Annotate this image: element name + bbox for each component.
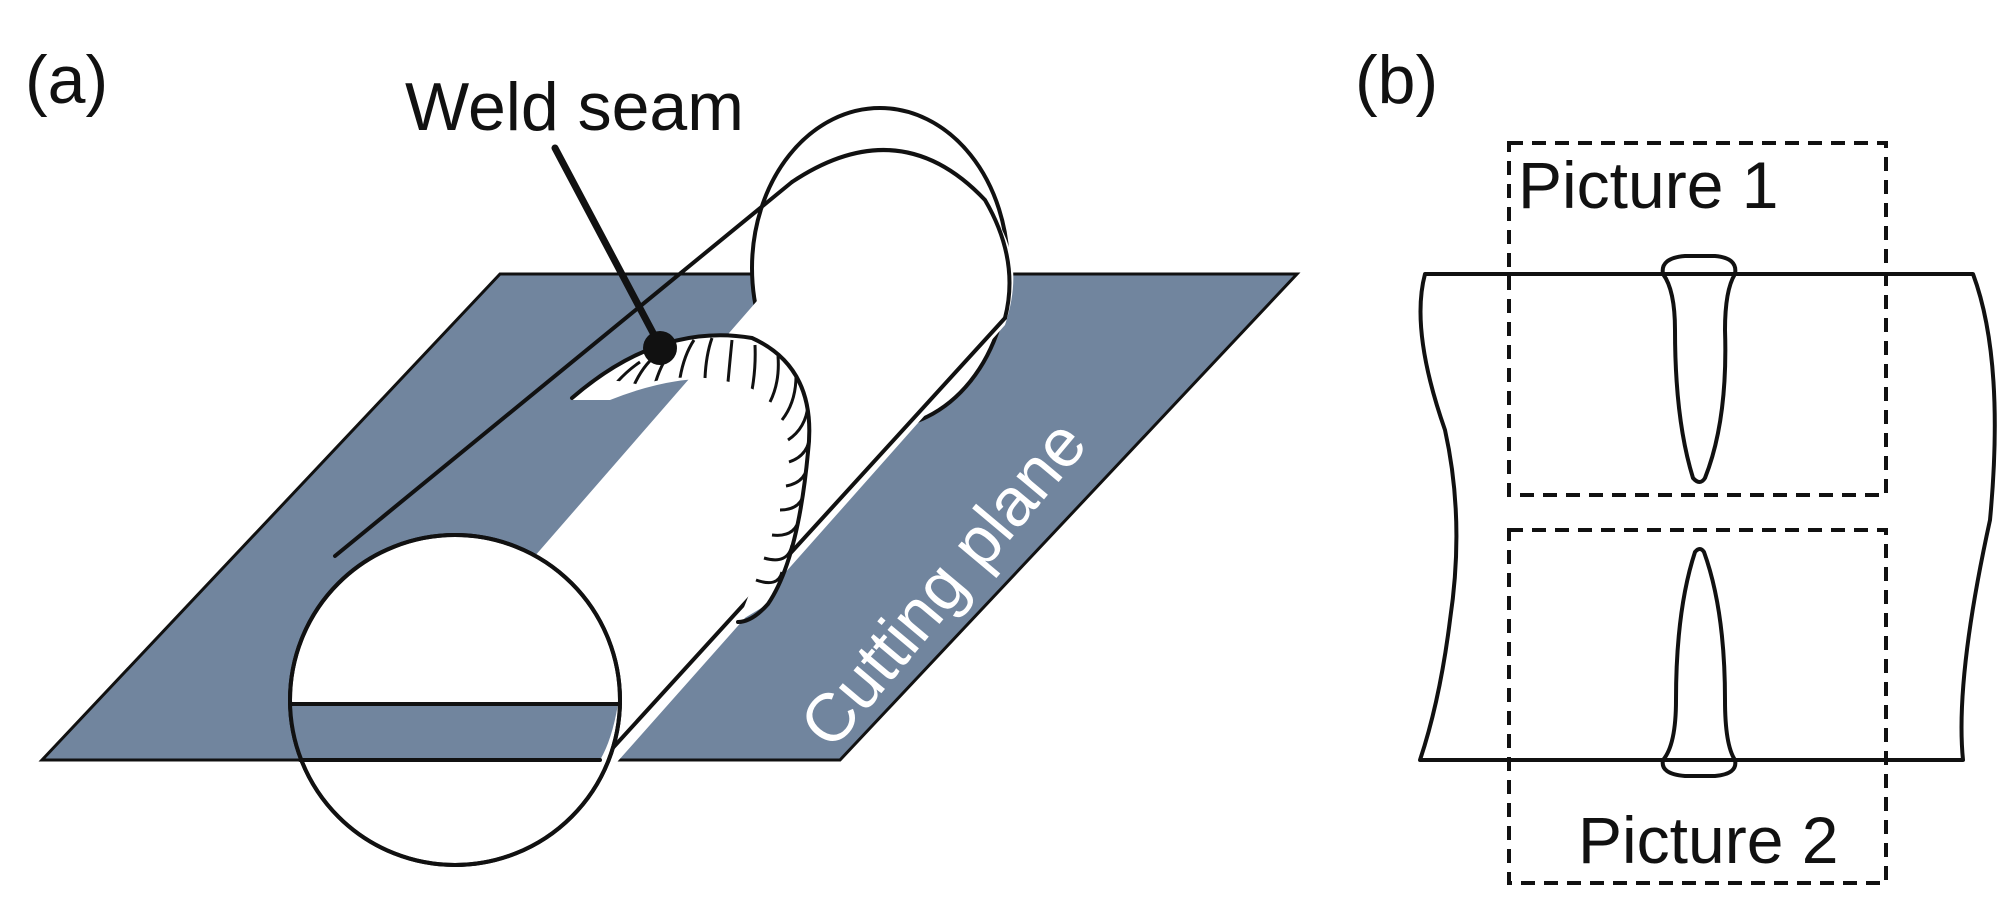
cylinder-bottom-edge (598, 316, 1007, 764)
lower-weld-profile (1660, 547, 1738, 778)
picture-1-label: Picture 1 (1518, 148, 1778, 222)
weld-seam-leader (551, 144, 664, 350)
picture-2-label: Picture 2 (1578, 803, 1838, 877)
front-end-plane-section (292, 704, 618, 760)
picture-1-frame (1507, 141, 1888, 497)
weld-seam-marker-dot (643, 331, 677, 365)
panel-a-label: (a) (25, 42, 108, 118)
panel-b-label: (b) (1355, 42, 1438, 118)
picture-2-frame (1507, 528, 1888, 885)
panel-a: (a) Weld seam Cutting plane (25, 42, 1301, 867)
cylinder-top-edge (333, 180, 794, 558)
weld-seam-label: Weld seam (405, 69, 744, 145)
plate-cross-section (1418, 272, 1997, 762)
cylinder-back-end-outline (790, 148, 1012, 320)
cylinder-front-end-outline (288, 533, 622, 867)
panel-b: (b) Picture 1 Picture 2 (1355, 42, 1997, 885)
upper-weld-profile (1660, 254, 1738, 484)
